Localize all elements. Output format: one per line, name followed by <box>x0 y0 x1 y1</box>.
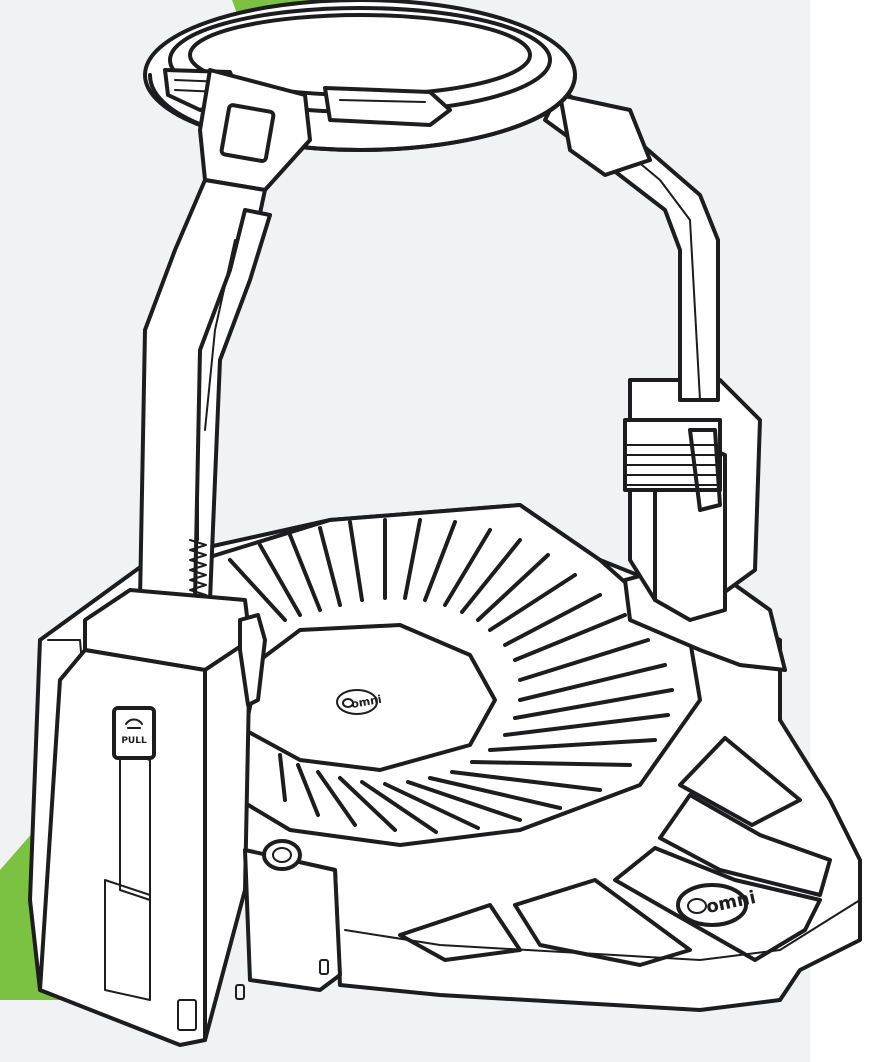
left-arm-cable <box>204 239 236 431</box>
center-logo-text: omni <box>350 693 382 711</box>
pull-button[interactable]: PULL <box>112 706 156 760</box>
right-arm-joint <box>558 93 652 177</box>
left-latch[interactable] <box>238 613 267 707</box>
control-box <box>177 839 342 1031</box>
left-pillar-lower-detail <box>104 879 151 1001</box>
right-clamp <box>623 418 722 512</box>
foot-pads <box>398 736 832 967</box>
left-pillar-side <box>203 638 252 1042</box>
left-arm-badge <box>219 103 276 163</box>
disk-slats <box>228 518 674 834</box>
pull-button-label: PULL <box>121 736 147 746</box>
center-logo: omni <box>336 689 383 715</box>
